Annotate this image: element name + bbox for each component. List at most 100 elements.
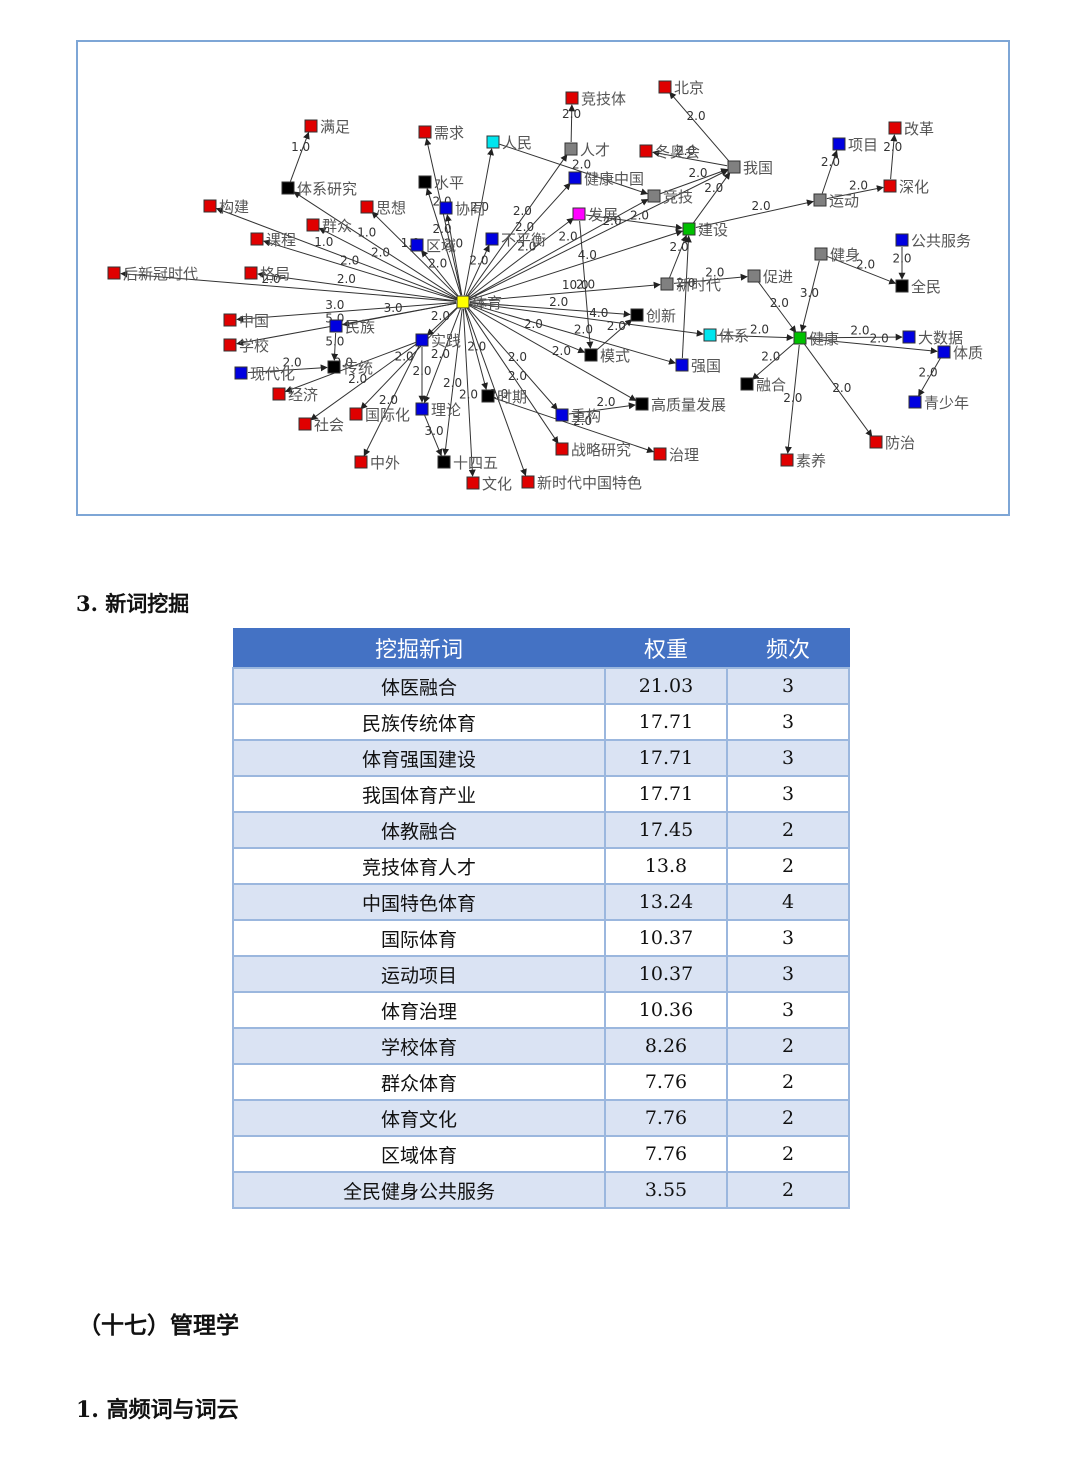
edge-weight-label: 2.0 — [283, 356, 302, 370]
edge-tiyu-tixiyanjiu — [293, 191, 458, 299]
node-marker — [653, 447, 667, 461]
edge-tixiyanjiu-manzu — [289, 131, 310, 182]
edge-tizhi-qingshaonian — [918, 357, 941, 397]
cell-frequency: 3 — [726, 955, 850, 993]
node-marker — [895, 233, 909, 247]
edge-tiyu-woguo — [469, 169, 729, 300]
cell-weight: 10.37 — [604, 919, 728, 957]
node-label: 传统 — [343, 359, 373, 377]
node-marker — [272, 387, 286, 401]
node-marker — [410, 238, 424, 252]
edge-tiyu-shiqi — [464, 308, 488, 390]
node-marker — [888, 121, 902, 135]
edge-tiyu-chuangxin — [469, 302, 631, 318]
node-marker — [354, 455, 368, 469]
node-marker — [304, 119, 318, 133]
cell-weight: 7.76 — [604, 1063, 728, 1101]
node-label: 冬奥会 — [655, 143, 700, 161]
cell-new-word: 体医融合 — [232, 667, 606, 705]
node-wenhua: 文化 — [466, 475, 512, 493]
node-marker — [572, 207, 586, 221]
node-marker — [234, 366, 248, 380]
edge-weight-label: 3.0 — [325, 298, 344, 312]
edge-tiyu-geju — [257, 271, 457, 302]
node-xuqiu: 需求 — [418, 124, 464, 142]
node-marker — [658, 80, 672, 94]
edge-tiyu-xietong — [444, 214, 463, 296]
node-zhonggou: 重构 — [555, 407, 601, 425]
edge-zhonggou-gaozhiliang — [568, 402, 636, 415]
node-label: 健康 — [809, 330, 839, 348]
node-gaige: 改革 — [888, 120, 934, 138]
edge-jianshe-woguo — [692, 172, 731, 224]
node-xinshidai: 新时代 — [660, 276, 721, 294]
edge-weight-label: 2.0 — [395, 350, 414, 364]
edge-tixi-jiankang — [716, 334, 794, 342]
node-kecheng: 课程 — [250, 231, 296, 249]
node-marker — [814, 247, 828, 261]
node-shijian: 实践 — [415, 332, 461, 350]
node-label: 创新 — [646, 307, 676, 325]
edge-tiyu-renmin — [463, 148, 494, 296]
edge-weight-label: 2.0 — [576, 278, 595, 292]
node-label: 体育 — [472, 294, 502, 312]
node-minzu: 民族 — [329, 318, 375, 336]
cell-weight: 17.45 — [604, 811, 728, 849]
cell-frequency: 4 — [726, 883, 850, 921]
edge-woguo-beijing — [669, 91, 730, 163]
node-label: 满足 — [320, 118, 350, 136]
edge-weight-label: 1.0 — [357, 225, 376, 239]
edge-weight-label: 2.0 — [603, 214, 622, 228]
node-label: 我国 — [743, 159, 773, 177]
cell-frequency: 2 — [726, 1027, 850, 1065]
node-label: 不平衡 — [501, 231, 546, 249]
node-label: 建设 — [698, 221, 728, 239]
edge-weight-label: 2.0 — [573, 414, 592, 428]
node-label: 运动 — [829, 192, 859, 210]
edge-weight-label: 3.0 — [425, 424, 444, 438]
node-marker — [481, 389, 495, 403]
edge-tiyu-xuqiu — [424, 138, 462, 296]
cell-weight: 21.03 — [604, 667, 728, 705]
node-suyang: 素养 — [780, 452, 826, 470]
cell-frequency: 2 — [726, 1063, 850, 1101]
edge-tiyu-xuexiao — [236, 302, 457, 347]
node-label: 现代化 — [250, 365, 295, 383]
node-label: 全民 — [911, 278, 941, 296]
node-marker — [521, 475, 535, 489]
edge-jianshen-quanmin — [827, 256, 897, 285]
cell-new-word: 国际体育 — [232, 919, 606, 957]
edge-weight-label: 2.0 — [676, 276, 695, 290]
node-marker — [565, 91, 579, 105]
edge-tiyu-zhanlue — [466, 307, 559, 444]
node-label: 水平 — [434, 174, 464, 192]
edge-weight-label: 2.0 — [572, 158, 591, 172]
node-label: 理论 — [431, 401, 461, 419]
edge-tiyu-sixiang — [371, 211, 459, 298]
cell-new-word: 区域体育 — [232, 1135, 606, 1173]
node-marker — [727, 160, 741, 174]
edge-tiyu-qunzhong — [318, 227, 458, 300]
node-label: 素养 — [796, 452, 826, 470]
node-jiankangzhongguo: 健康中国 — [568, 170, 644, 188]
edge-weight-label: 2.0 — [919, 366, 938, 380]
node-label: 大数据 — [918, 329, 963, 347]
edge-weight-label: 2.0 — [559, 230, 578, 244]
edge-weight-label: 2.0 — [508, 369, 527, 383]
keyword-network-figure: 2.02.01.01.01.01.02.02.02.02.02.02.02.02… — [76, 40, 1010, 516]
edge-xinshidai-jianshe — [669, 234, 688, 278]
edge-weight-label: 2.0 — [470, 200, 489, 214]
node-label: 竞技体 — [581, 90, 626, 108]
node-xuexiao: 学校 — [223, 337, 269, 355]
cell-new-word: 学校体育 — [232, 1027, 606, 1065]
node-marker — [439, 201, 453, 215]
node-marker — [895, 279, 909, 293]
edge-weight-label: 2.0 — [513, 204, 532, 218]
node-manzu: 满足 — [304, 118, 350, 136]
edge-yundong-shenhua — [826, 185, 884, 200]
node-chuantong: 传统 — [327, 359, 373, 377]
